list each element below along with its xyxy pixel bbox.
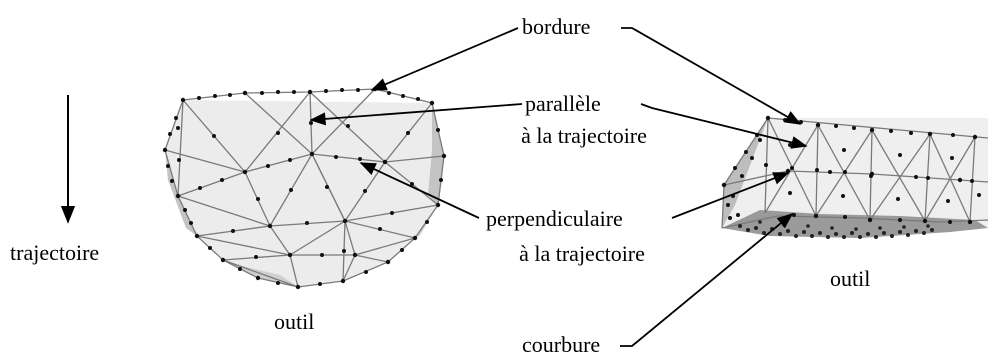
parallele-arrow-right	[640, 103, 808, 149]
courbure-arrow	[620, 212, 794, 347]
outil-label-left: outil	[274, 309, 315, 334]
bordure-arrow-left	[370, 27, 519, 91]
bordure-label: bordure	[522, 14, 591, 39]
right-tool-mesh	[721, 115, 988, 239]
left-tool-mesh	[162, 86, 447, 290]
perpendiculaire-arrow-right	[671, 172, 790, 219]
perpendiculaire-label-line1: perpendiculaire	[486, 206, 623, 231]
parallele-label-line2: à la trajectoire	[521, 123, 647, 148]
perpendiculaire-arrow-left	[359, 162, 480, 219]
trajectoire-label: trajectoire	[10, 240, 100, 265]
parallele-arrow-left	[309, 103, 523, 126]
courbure-label: courbure	[522, 332, 601, 357]
parallele-label-line1: parallèle	[525, 91, 601, 116]
left-tool-shading	[165, 100, 444, 287]
outil-label-right: outil	[830, 266, 871, 291]
right-tool-shading	[722, 118, 988, 238]
annotation-arrows	[309, 27, 808, 347]
right-tool-vertices	[721, 115, 981, 225]
right-tool-curvature-dots	[738, 220, 934, 239]
bordure-arrow-right	[621, 27, 802, 125]
perpendiculaire-label-line2: à la trajectoire	[519, 241, 645, 266]
